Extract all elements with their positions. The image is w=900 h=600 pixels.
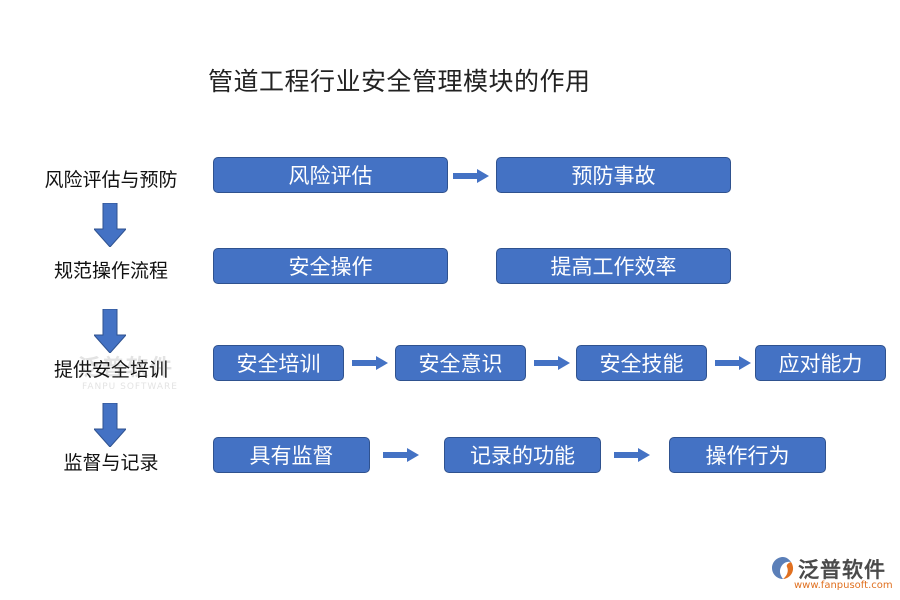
watermark-sub: FANPU SOFTWARE (82, 382, 178, 392)
box-safety-awareness: 安全意识 (395, 345, 526, 381)
box-safety-skills: 安全技能 (576, 345, 707, 381)
logo-url: www.fanpusoft.com (794, 580, 893, 591)
right-arrow-icon (715, 356, 751, 370)
down-arrow-icon (94, 403, 126, 447)
row-label-supervision: 监督与记录 (63, 452, 159, 474)
box-response-ability: 应对能力 (755, 345, 886, 381)
right-arrow-icon (453, 169, 489, 183)
down-arrow-icon (94, 309, 126, 353)
fanpu-logo-icon (772, 557, 794, 579)
down-arrow-icon (94, 203, 126, 247)
box-efficiency: 提高工作效率 (496, 248, 731, 284)
right-arrow-icon (534, 356, 570, 370)
box-supervision: 具有监督 (213, 437, 370, 473)
row-label-procedure: 规范操作流程 (53, 260, 168, 282)
box-operation-behavior: 操作行为 (669, 437, 826, 473)
watermark: 泛普软件 FANPU SOFTWARE (78, 350, 178, 392)
right-arrow-icon (383, 448, 419, 462)
logo-name: 泛普软件 (798, 558, 886, 582)
box-recording-function: 记录的功能 (444, 437, 601, 473)
box-safety-training: 安全培训 (213, 345, 344, 381)
right-arrow-icon (352, 356, 388, 370)
row-label-risk: 风险评估与预防 (44, 169, 178, 191)
watermark-name: 泛普软件 (78, 356, 175, 381)
box-accident-prevention: 预防事故 (496, 157, 731, 193)
right-arrow-icon (614, 448, 650, 462)
diagram-title: 管道工程行业安全管理模块的作用 (208, 67, 591, 96)
box-risk-assessment: 风险评估 (213, 157, 448, 193)
fanpu-logo: 泛普软件 www.fanpusoft.com (768, 552, 893, 598)
box-safe-operation: 安全操作 (213, 248, 448, 284)
row-label-training: 提供安全培训 (53, 359, 168, 381)
